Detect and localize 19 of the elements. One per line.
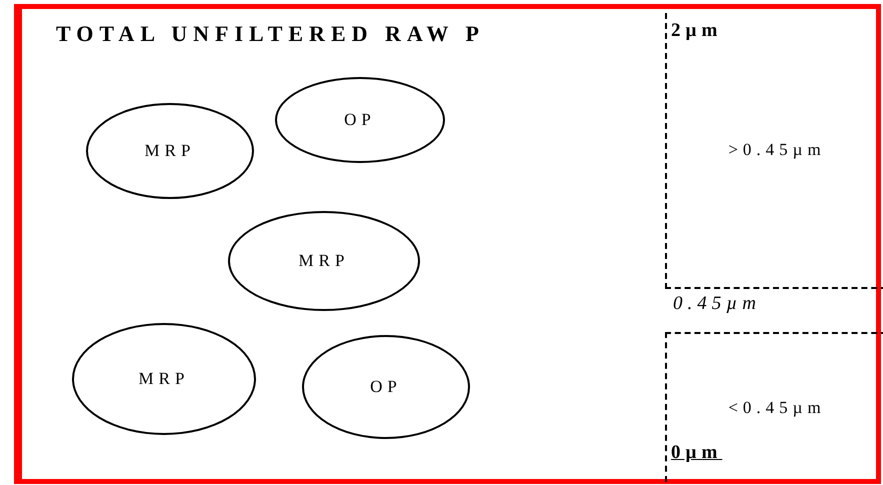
ellipse xyxy=(275,77,445,163)
ellipse-label: MRP xyxy=(144,141,196,161)
ellipse xyxy=(72,323,256,435)
ellipse xyxy=(228,211,420,311)
scale-mark: 0µm xyxy=(671,442,722,464)
ellipse xyxy=(86,103,254,199)
outer-frame xyxy=(14,4,881,484)
ellipse-label: MRP xyxy=(138,369,190,389)
scale-mark: 0.45µm xyxy=(673,293,761,315)
frame-title: TOTAL UNFILTERED RAW P xyxy=(56,21,485,47)
size-band xyxy=(665,332,883,482)
ellipse xyxy=(302,335,470,439)
ellipse-label: OP xyxy=(370,377,402,397)
size-range-label: >0.45µm xyxy=(728,140,826,160)
ellipse-label: OP xyxy=(344,110,376,130)
scale-mark: 2µm xyxy=(671,20,722,42)
size-band xyxy=(665,13,883,289)
size-range-label: <0.45µm xyxy=(728,398,826,418)
ellipse-label: MRP xyxy=(298,251,350,271)
